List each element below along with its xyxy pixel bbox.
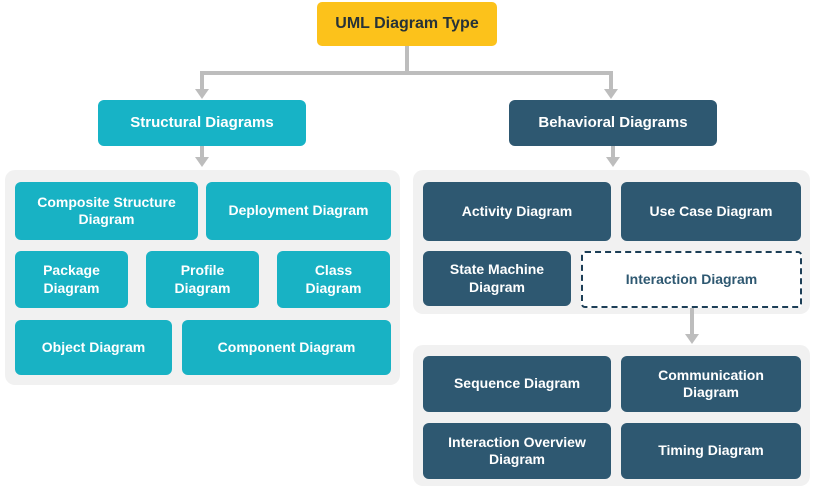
branch-header-structural-diagrams[interactable]: Structural Diagrams — [98, 100, 306, 146]
branch-header-behavioral-diagrams[interactable]: Behavioral Diagrams — [509, 100, 717, 146]
arrow-interaction-to-subpanel-icon — [685, 334, 699, 344]
node-package-diagram[interactable]: Package Diagram — [15, 251, 128, 308]
node-sequence-diagram[interactable]: Sequence Diagram — [423, 356, 611, 412]
node-interaction-diagram[interactable]: Interaction Diagram — [581, 251, 802, 308]
node-profile-diagram[interactable]: Profile Diagram — [146, 251, 259, 308]
arrow-root-to-structural-icon — [195, 89, 209, 99]
node-interaction-overview-diagram[interactable]: Interaction Overview Diagram — [423, 423, 611, 479]
connector-root-to-behavioral — [609, 71, 613, 91]
node-composite-structure-diagram[interactable]: Composite Structure Diagram — [15, 182, 198, 240]
connector-structural-to-panel — [200, 146, 204, 159]
arrow-root-to-behavioral-icon — [604, 89, 618, 99]
node-state-machine-diagram[interactable]: State Machine Diagram — [423, 251, 571, 306]
node-use-case-diagram[interactable]: Use Case Diagram — [621, 182, 801, 241]
node-timing-diagram[interactable]: Timing Diagram — [621, 423, 801, 479]
arrow-structural-to-panel-icon — [195, 157, 209, 167]
connector-interaction-to-subpanel — [690, 308, 694, 336]
arrow-behavioral-to-panel-icon — [606, 157, 620, 167]
connector-behavioral-to-panel — [611, 146, 615, 159]
node-component-diagram[interactable]: Component Diagram — [182, 320, 391, 375]
root-node-uml-diagram-type[interactable]: UML Diagram Type — [317, 2, 497, 46]
node-object-diagram[interactable]: Object Diagram — [15, 320, 172, 375]
node-communication-diagram[interactable]: Communication Diagram — [621, 356, 801, 412]
connector-root-stem — [405, 46, 409, 73]
node-deployment-diagram[interactable]: Deployment Diagram — [206, 182, 391, 240]
connector-root-to-structural — [200, 71, 204, 91]
connector-root-crossbar — [200, 71, 613, 75]
node-class-diagram[interactable]: Class Diagram — [277, 251, 390, 308]
node-activity-diagram[interactable]: Activity Diagram — [423, 182, 611, 241]
